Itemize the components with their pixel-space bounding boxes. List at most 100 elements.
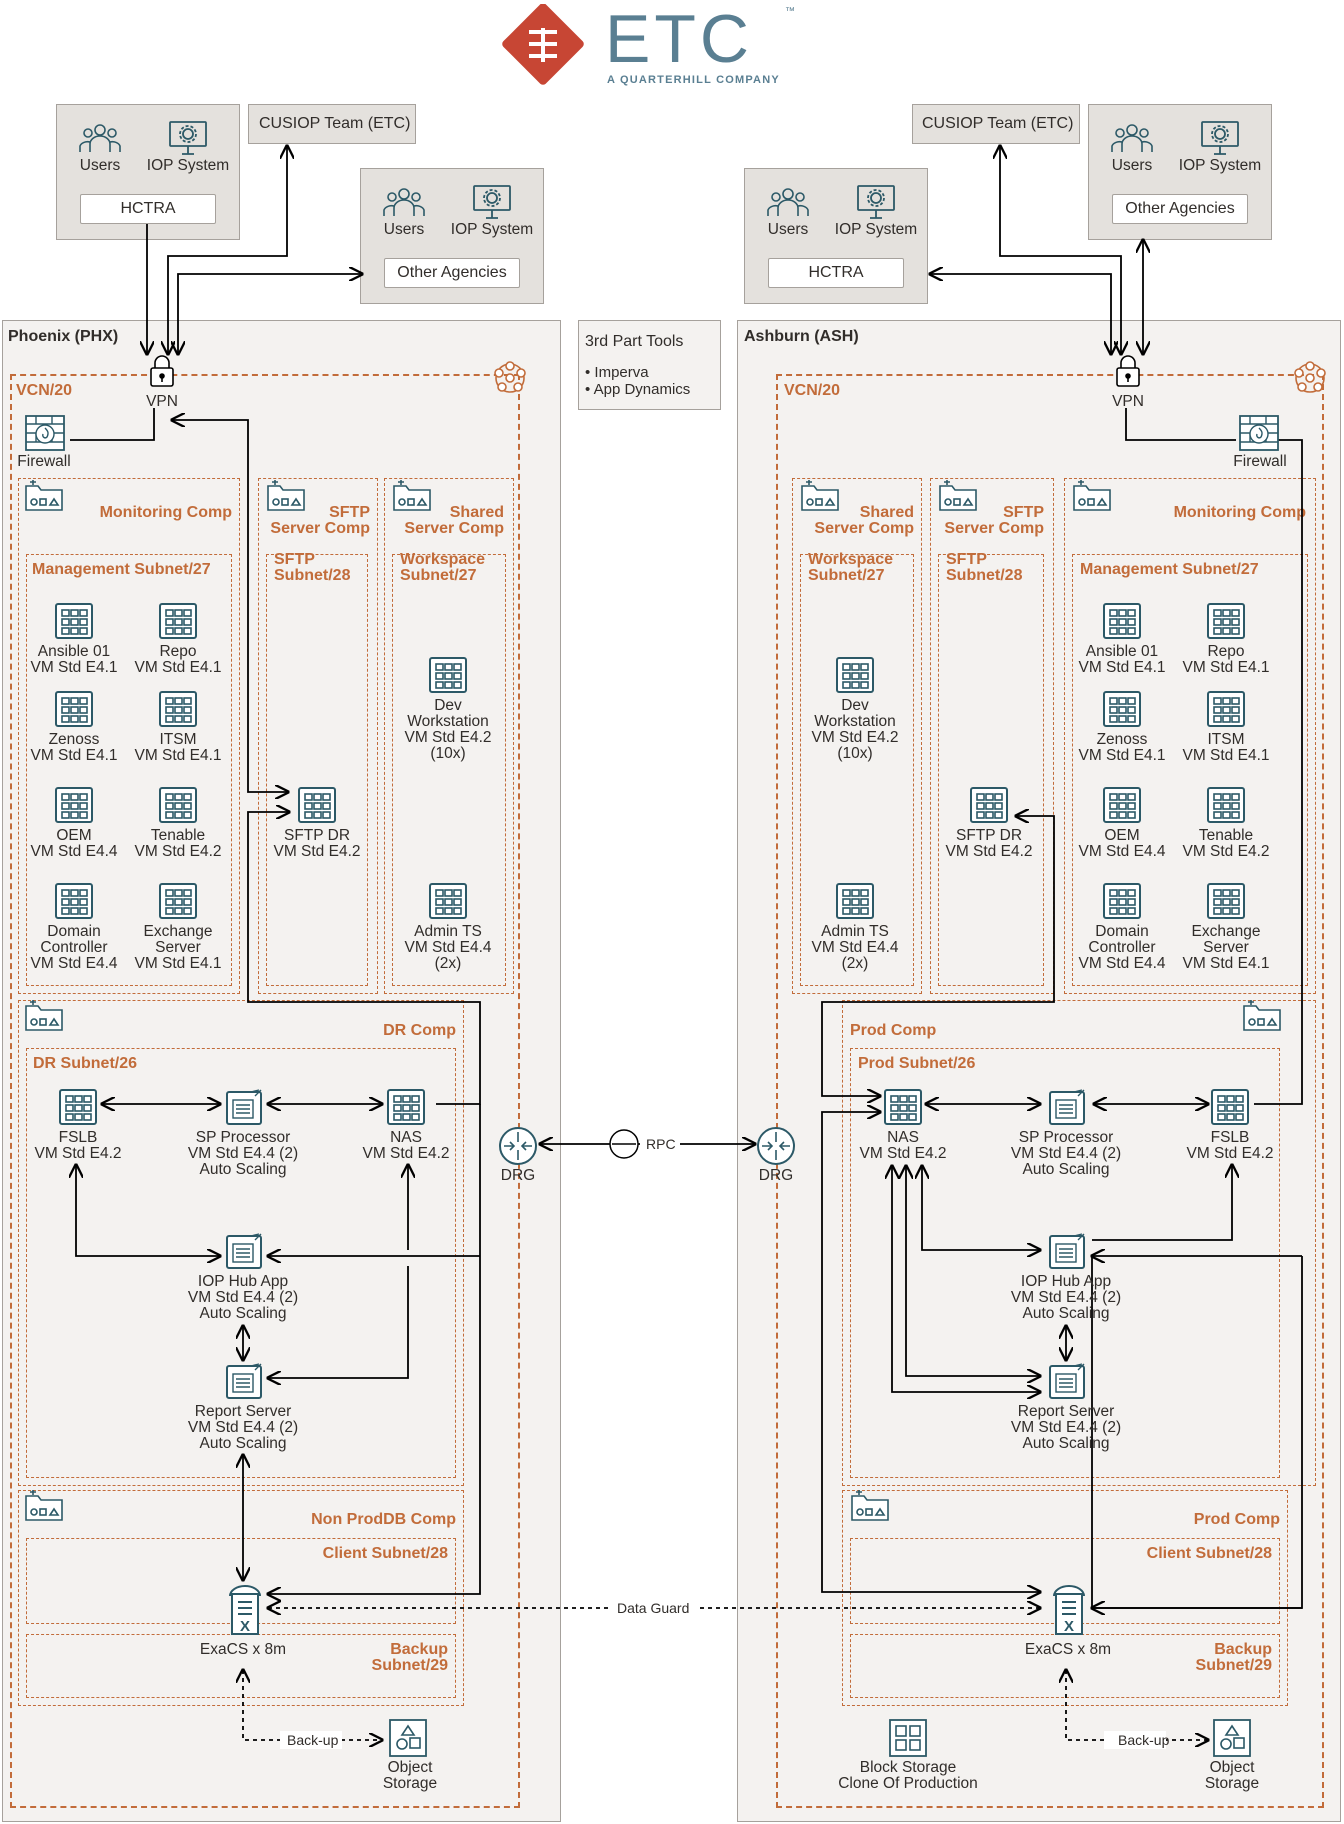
ash-vm-ansible-icon — [1102, 602, 1142, 645]
phx-firewall-label: Firewall — [0, 454, 89, 470]
ash-hctra-system-label: IOP System — [821, 222, 931, 238]
phx-iophub-label-line-1: VM Std E4.4 (2) — [187, 1289, 299, 1306]
ash-other-users-label-line-0: Users — [1111, 157, 1153, 174]
ash-vm-repo-icon — [1206, 602, 1246, 645]
ash-monitoring-comp — [1064, 478, 1316, 994]
phx-sftp-subnet-l2: Subnet/28 — [274, 567, 351, 584]
phx-fslb-icon — [58, 1088, 98, 1131]
ash-prod-comp — [842, 1000, 1316, 1486]
ash-blockstore-label-line-0: Block Storage — [859, 1759, 957, 1776]
phx-other-system-label: IOP System — [437, 222, 547, 238]
ash-fslb-icon — [1210, 1088, 1250, 1131]
ash-vm-ansible-label-line-0: Ansible 01 — [1085, 643, 1159, 660]
phx-mgmt-subnet-label: Management Subnet/27 — [32, 561, 211, 578]
phx-dr-folder-icon — [24, 999, 64, 1037]
phx-vm-itsm-icon — [158, 690, 198, 733]
phx-vpn-lock-icon — [148, 354, 176, 395]
phx-vm-oem-label-line-1: VM Std E4.4 — [30, 843, 118, 860]
phx-workspace-subnet-l1: Workspace — [400, 551, 486, 568]
phx-objstore-icon — [388, 1718, 428, 1763]
ash-vm-oem-label-line-0: OEM — [1104, 827, 1140, 844]
ash-drg-icon — [756, 1126, 796, 1171]
phx-client-subnet-label: Client Subnet/28 — [322, 1545, 448, 1562]
ash-region-title: Ashburn (ASH) — [744, 328, 859, 345]
logo-name: ETC — [605, 1, 753, 77]
ash-prod-folder-icon — [1242, 999, 1282, 1037]
phx-other-users-label-line-0: Users — [383, 221, 425, 238]
phx-firewall-label-line-0: Firewall — [17, 453, 71, 470]
phx-sp-label-line-0: SP Processor — [195, 1129, 291, 1146]
ash-iophub-label-line-0: IOP Hub App — [1020, 1273, 1112, 1290]
phx-vm-oem-label-line-0: OEM — [56, 827, 92, 844]
ash-other-users-icon — [1110, 122, 1154, 159]
ash-iophub-icon — [1046, 1232, 1088, 1275]
phx-report-label-line-0: Report Server — [194, 1403, 292, 1420]
phx-exacs-label: ExaCS x 8m — [183, 1642, 303, 1658]
ash-vm-exchange-label-line-1: Server — [1203, 939, 1249, 956]
ash-sp-label-line-0: SP Processor — [1018, 1129, 1114, 1146]
phx-vm-exchange-label-line-2: VM Std E4.1 — [134, 955, 222, 972]
ash-hctra-name-badge: HCTRA — [768, 258, 904, 288]
ash-fslb-label-line-1: VM Std E4.2 — [1186, 1145, 1274, 1162]
ash-cusiop-label: CUSIOP Team (ETC) — [922, 115, 1074, 132]
ash-other-system-icon — [1200, 120, 1240, 161]
phx-firewall-icon — [24, 414, 66, 457]
phx-shared-folder-icon — [392, 479, 432, 517]
ash-shared-folder-icon — [800, 479, 840, 517]
phx-vcn-icon — [490, 360, 530, 401]
ash-workspace-subnet-l2: Subnet/27 — [808, 567, 885, 584]
ash-vm-itsm-label-line-0: ITSM — [1207, 731, 1245, 748]
phx-drg-icon — [498, 1126, 538, 1171]
ash-backup-subnet-l2: Subnet/29 — [1195, 1657, 1272, 1674]
phx-vm-domain-icon — [54, 882, 94, 925]
phx-vm-itsm-label-line-1: VM Std E4.1 — [134, 747, 222, 764]
ash-vm-devws-label-line-3: (10x) — [837, 745, 873, 762]
phx-sftp-comp-l2: Server Comp — [270, 520, 370, 537]
ash-vm-domain-label-line-0: Domain — [1095, 923, 1149, 940]
ash-nas-label-line-1: VM Std E4.2 — [859, 1145, 947, 1162]
phx-exacs-label-line-0: ExaCS x 8m — [199, 1641, 287, 1658]
phx-sp-label-line-1: VM Std E4.4 (2) — [187, 1145, 299, 1162]
phx-other-system-icon — [472, 184, 512, 225]
ash-hctra-users-label-line-0: Users — [767, 221, 809, 238]
phx-drg-label: DRG — [488, 1168, 548, 1184]
ash-firewall-icon — [1238, 414, 1280, 457]
ash-vm-oem-icon — [1102, 786, 1142, 829]
phx-sp-label-line-2: Auto Scaling — [199, 1161, 287, 1178]
phx-nas-label-line-0: NAS — [390, 1129, 422, 1146]
phx-workspace-subnet — [392, 554, 506, 986]
ash-sftp-comp-l2: Server Comp — [944, 520, 1044, 537]
phx-vm-repo-icon — [158, 602, 198, 645]
phx-vm-repo-label-line-1: VM Std E4.1 — [134, 659, 222, 676]
ash-vm-sftpdr-label-line-1: VM Std E4.2 — [945, 843, 1033, 860]
ash-exacs-icon: X — [1046, 1580, 1092, 1641]
ash-objstore-label-line-0: Object — [1209, 1759, 1255, 1776]
ash-drg-label-line-0: DRG — [758, 1167, 794, 1184]
phx-hctra-users-label: Users — [60, 158, 140, 174]
ash-workspace-subnet-l1: Workspace — [808, 551, 894, 568]
ash-vm-exchange-label-line-2: VM Std E4.1 — [1182, 955, 1270, 972]
phx-shared-comp-l2: Server Comp — [404, 520, 504, 537]
phx-hctra-users-label-line-0: Users — [79, 157, 121, 174]
phx-hctra-system-label: IOP System — [133, 158, 243, 174]
ash-shared-comp — [792, 478, 922, 994]
ash-vpn-lock-icon — [1114, 354, 1142, 395]
ash-hctra-system-label-line-0: IOP System — [834, 221, 918, 238]
phx-hctra-system-icon — [168, 120, 208, 161]
ash-sp-label-line-2: Auto Scaling — [1022, 1161, 1110, 1178]
ash-backup-label: Back-up — [1118, 1732, 1170, 1748]
phx-vm-tenable-icon — [158, 786, 198, 829]
phx-monitoring-folder-icon — [24, 479, 64, 517]
tools-title: 3rd Part Tools — [585, 333, 684, 350]
phx-vm-devws-label-line-3: (10x) — [430, 745, 466, 762]
